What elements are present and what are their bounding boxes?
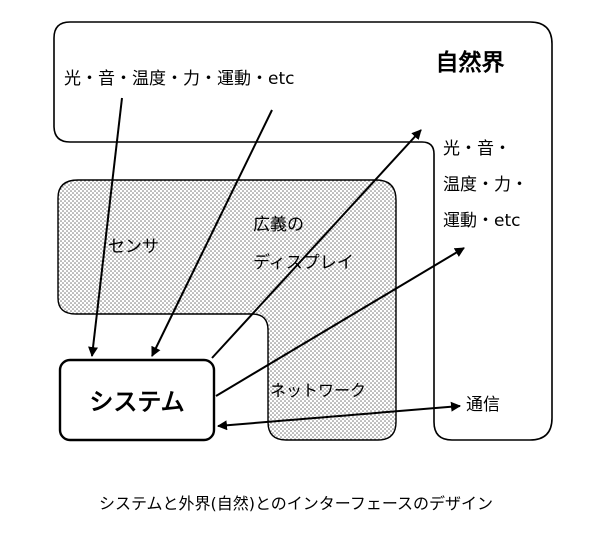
arrow-nature-to-system-1	[88, 97, 123, 357]
nature-right-text-line-1: 光・音・	[443, 139, 511, 159]
sensor-label: センサ	[108, 237, 159, 257]
nature-top-text: 光・音・温度・力・運動・etc	[64, 69, 294, 89]
arrow-communication	[217, 401, 461, 431]
arrow-nature-to-system-2	[151, 109, 273, 357]
display-label-line-2: ディスプレイ	[253, 252, 354, 273]
figure-caption: システムと外界(自然)とのインターフェースのデザイン	[99, 494, 493, 513]
network-label: ネットワーク	[270, 381, 366, 400]
nature-right-text-line-3: 運動・etc	[443, 211, 520, 231]
nature-title: 自然界	[436, 49, 505, 76]
system-box	[58, 358, 216, 442]
nature-right-text-line-2: 温度・力・	[443, 175, 528, 195]
arrow-system-to-nature-2	[215, 247, 465, 397]
arrow-system-to-nature-1	[211, 129, 422, 359]
system-label: システム	[89, 388, 184, 416]
display-label-line-1: 広義の	[253, 215, 304, 235]
communication-label: 通信	[466, 395, 500, 415]
